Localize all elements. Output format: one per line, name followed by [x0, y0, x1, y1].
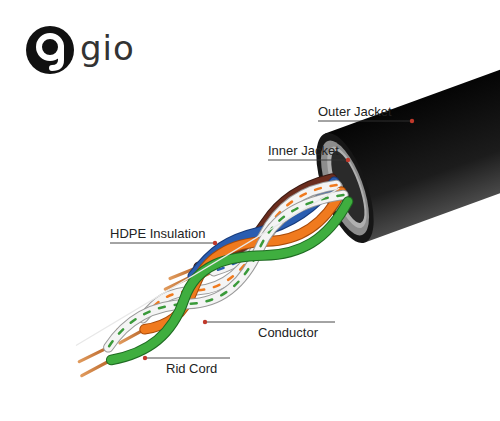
part-label: Inner Jacket	[268, 143, 339, 159]
part-label: Rid Cord	[166, 361, 217, 377]
twisted-pairs	[65, 170, 355, 395]
part-label: Outer Jacket	[318, 104, 392, 120]
part-label: HDPE Insulation	[110, 226, 205, 242]
part-label: Conductor	[258, 325, 318, 341]
logo-mark	[26, 26, 74, 74]
logo-text: gio	[80, 28, 135, 68]
leader-lines	[110, 121, 412, 358]
rip-cord	[76, 170, 338, 363]
